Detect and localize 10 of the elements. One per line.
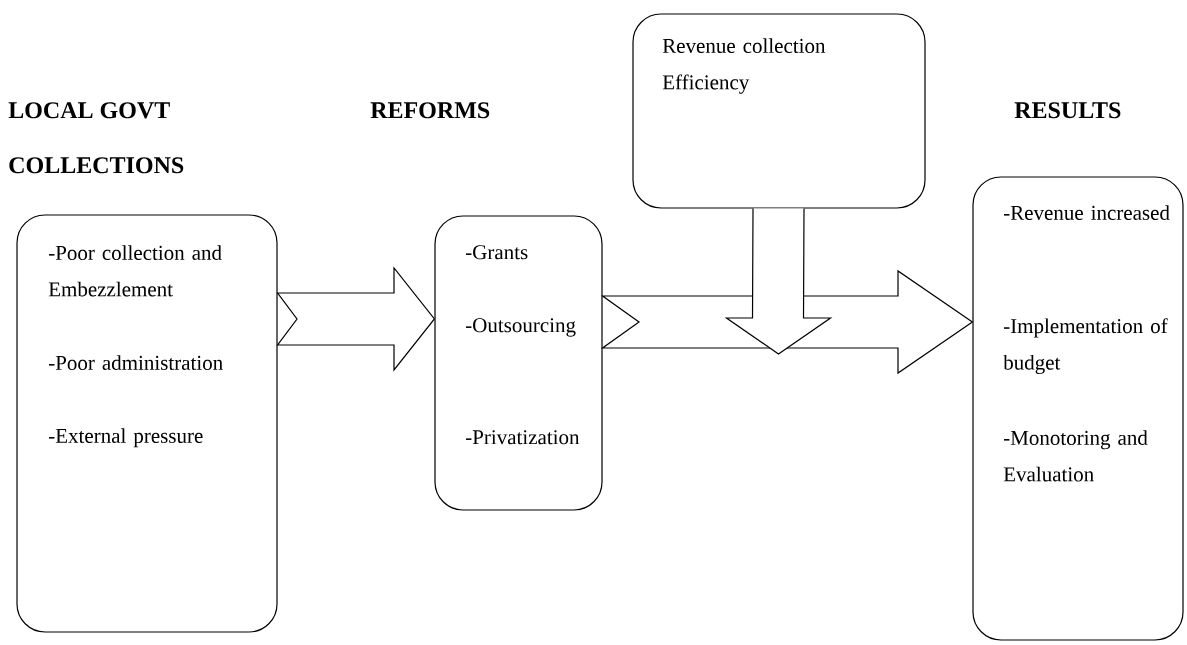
column-heading: RESULTS — [1014, 102, 1121, 119]
rounded-box: -Grants -Outsourcing -Privatization — [434, 215, 603, 511]
column-heading: LOCAL GOVT — [8, 102, 170, 119]
column-heading: REFORMS — [370, 102, 490, 119]
block-arrow — [724, 208, 833, 355]
block-arrow — [276, 266, 436, 372]
column-heading: COLLECTIONS — [9, 157, 184, 174]
rounded-box: Revenue collection Efficiency — [632, 13, 926, 209]
rounded-box: -Poor collection and Embezzlement -Poor administration -External pressure — [16, 214, 278, 633]
rounded-box: -Revenue increased -Implementation of budget -Monotoring and Evaluation — [972, 176, 1184, 641]
